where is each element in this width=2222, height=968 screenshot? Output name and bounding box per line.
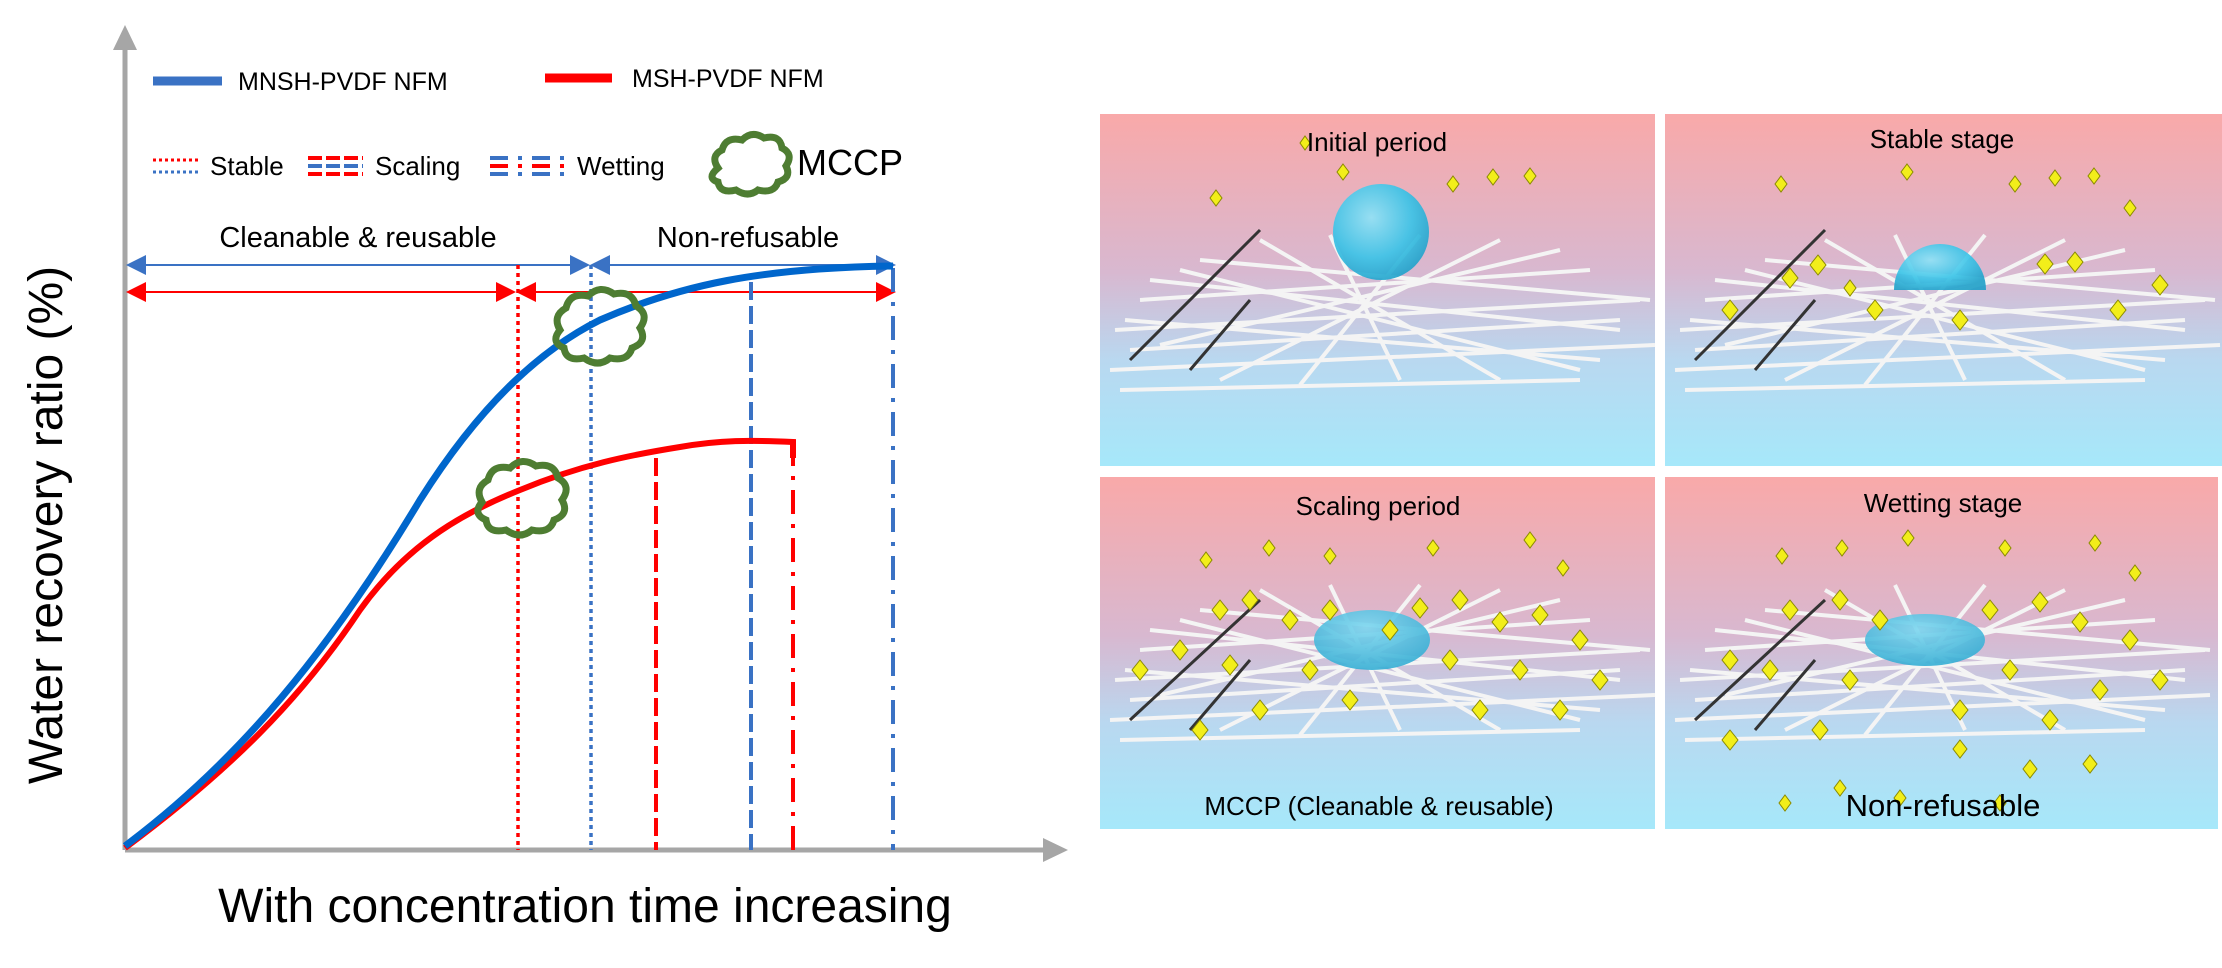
droplet (1333, 184, 1429, 280)
scalant-crystals (1209, 135, 1537, 207)
droplet (1894, 244, 1986, 290)
x-axis-arrow (1043, 838, 1068, 862)
series-line-msh (123, 437, 796, 851)
legend-stable-swatch (153, 158, 198, 174)
scalant-crystals (1721, 529, 2169, 812)
legend-wetting-swatch (490, 156, 565, 176)
series-line-mnsh (122, 262, 894, 849)
panel-title-initial: Initial period (1307, 127, 1447, 157)
panel-wetting-stage: Wetting stage Non-refusable (1665, 477, 2218, 829)
panel-initial-period: Initial period (1100, 114, 1656, 466)
legend-scaling-label: Scaling (375, 151, 460, 181)
chart: Water recovery ratio (%) With concentrat… (20, 25, 1068, 933)
legend-label-msh: MSH-PVDF NFM (632, 65, 824, 93)
scalant-crystals (1131, 531, 1609, 741)
panel-stable-stage: Stable stage (1665, 114, 2222, 466)
schematic-panels: Initial period (1100, 114, 2222, 829)
droplet (1865, 614, 1985, 666)
panel-title-stable: Stable stage (1870, 124, 2015, 154)
legend-label-mnsh: MNSH-PVDF NFM (238, 68, 448, 96)
panel-title-scaling: Scaling period (1296, 491, 1461, 521)
panel-caption-wetting: Non-refusable (1846, 788, 2041, 823)
mccp-marker-red (474, 458, 570, 539)
scalant-crystals (1721, 163, 2169, 331)
legend-scaling-swatch (308, 156, 363, 176)
x-axis-label: With concentration time increasing (218, 880, 952, 933)
legend-stable-label: Stable (210, 151, 284, 181)
region-label-cleanable: Cleanable & reusable (219, 222, 496, 254)
legend-mccp-label: MCCP (797, 142, 903, 183)
legend-mccp-icon (708, 131, 793, 198)
y-axis-label: Water recovery ratio (%) (20, 266, 73, 784)
panel-caption-scaling: MCCP (Cleanable & reusable) (1204, 791, 1553, 821)
mccp-marker-blue (552, 286, 648, 367)
legend-wetting-label: Wetting (577, 151, 665, 181)
y-axis-arrow (113, 25, 137, 50)
region-label-nonrefusable: Non-refusable (657, 222, 839, 254)
panel-scaling-period: Scaling period MCCP (Cleanable & reusabl… (1100, 477, 1656, 829)
panel-title-wetting: Wetting stage (1864, 488, 2023, 518)
droplet (1314, 610, 1430, 670)
